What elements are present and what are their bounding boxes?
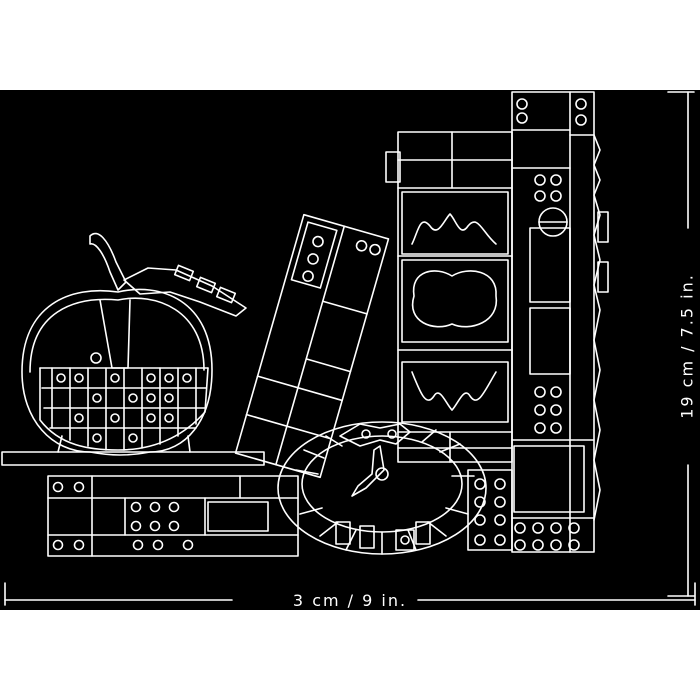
width-dimension-label: 3 cm / 9 in. — [292, 591, 408, 610]
wall-column — [468, 92, 608, 552]
tilted-book — [236, 215, 389, 478]
width-dimension-line — [5, 583, 695, 605]
mirror-frame — [278, 422, 486, 554]
height-dimension-label: 19 cm / 7.5 in. — [677, 273, 697, 419]
height-dimension-label-wrap: 19 cm / 7.5 in. — [675, 96, 699, 596]
base-platform — [2, 452, 298, 556]
height-dimension-line — [668, 92, 694, 596]
apple — [22, 234, 246, 455]
decorated-book — [386, 132, 512, 462]
